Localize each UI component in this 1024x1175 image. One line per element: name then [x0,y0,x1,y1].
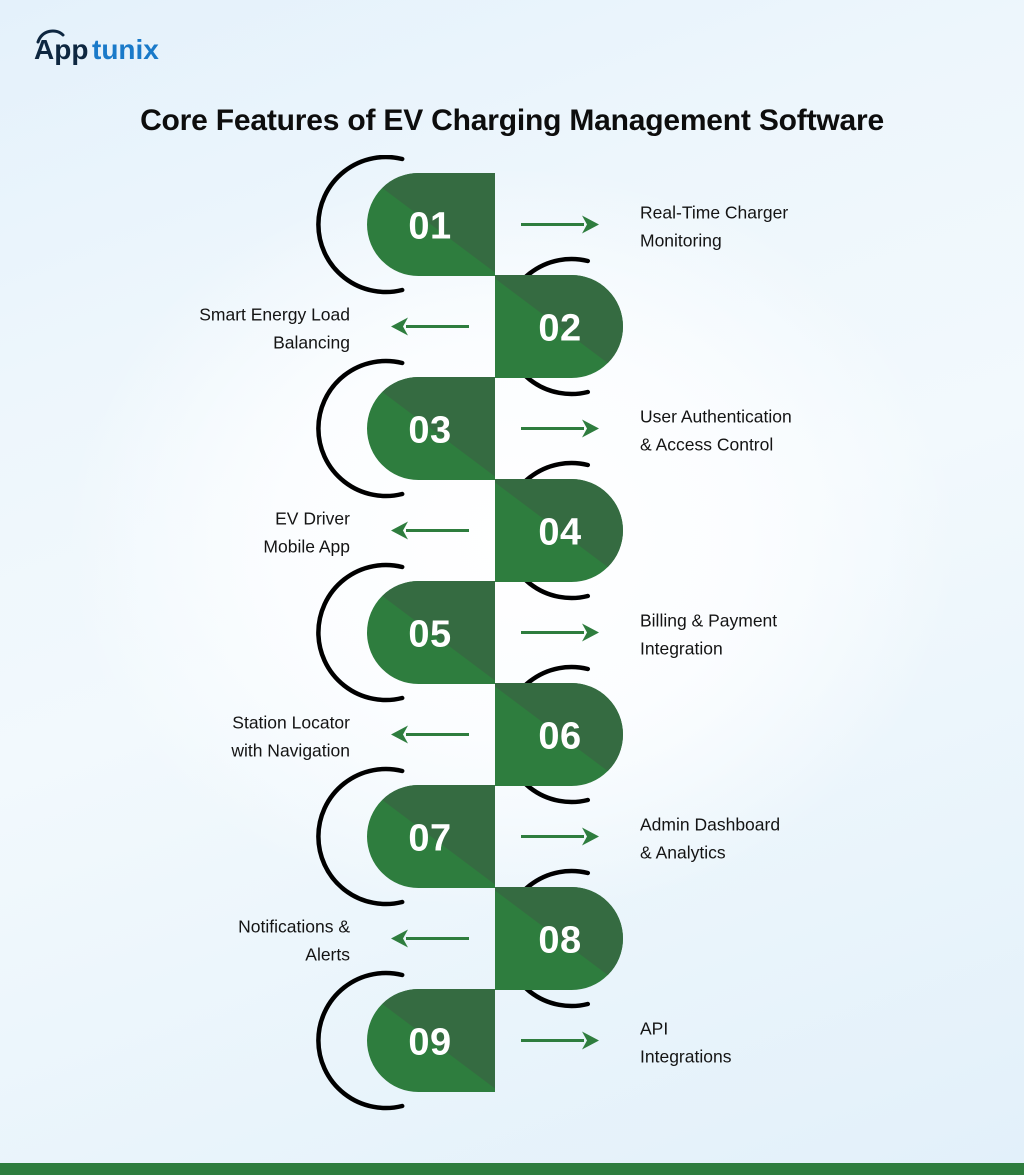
step-outline-arc [316,562,405,703]
logo-text-light: tunix [92,34,159,65]
brand-logo[interactable]: App tunix [30,25,180,69]
step-pill-shade [495,887,623,990]
step-label-line2: & Access Control [640,435,773,455]
arrow-left-icon [391,521,408,540]
step-label-line1: API [640,1019,668,1039]
step-pill-shade [495,683,623,786]
step-number: 09 [408,1022,451,1064]
step-number: 01 [408,206,451,248]
step-label-line2: Monitoring [640,231,722,251]
step-label-line2: & Analytics [640,843,726,863]
bottom-accent-bar [0,1163,1024,1175]
step-number: 02 [538,308,581,350]
step-label-line1: User Authentication [640,407,792,427]
step-number: 06 [538,716,581,758]
step-label-line1: Billing & Payment [640,611,777,631]
logo-text-dark: App [34,34,88,65]
arrow-left-icon [391,725,408,744]
step-label-line2: Mobile App [263,537,350,557]
step-label-line1: Station Locator [232,713,350,733]
arrow-left-icon [391,929,408,948]
arrow-right-icon [582,215,599,234]
step-label-line2: Integration [640,639,723,659]
step-number: 07 [408,818,451,860]
step-outline-arc [316,766,405,907]
arrow-right-icon [582,419,599,438]
step-number: 05 [408,614,451,656]
step-pill-shade [367,173,495,276]
step-pill-shade [495,275,623,378]
step-pill-shade [367,377,495,480]
step-label-line2: with Navigation [230,741,350,761]
step-pill-shade [367,785,495,888]
step-label-line1: Smart Energy Load [199,305,350,325]
step-item[interactable]: 08 Notifications & Alerts [238,868,633,1009]
logo-arc-icon [36,29,65,44]
step-item[interactable]: 07 Admin Dashboard & Analytics [316,766,780,907]
step-number: 04 [538,512,581,554]
arrow-right-icon [582,623,599,642]
step-item[interactable]: 09 API Integrations [316,970,732,1111]
page-title: Core Features of EV Charging Management … [140,104,884,138]
step-label-line2: Alerts [305,945,350,965]
step-outline-arc [316,970,405,1111]
step-item[interactable]: 06 Station Locator with Navigation [230,664,633,805]
step-label-line2: Integrations [640,1047,732,1067]
step-pill-shade [367,989,495,1092]
arrow-right-icon [582,1031,599,1050]
arrow-left-icon [391,317,408,336]
step-label-line1: EV Driver [275,509,350,529]
step-outline-arc [316,155,405,295]
step-outline-arc [316,358,405,499]
step-pill-shade [367,581,495,684]
apptunix-logo-icon: App tunix [34,29,159,65]
step-label-line1: Notifications & [238,917,350,937]
step-number: 08 [538,920,581,962]
step-label-line1: Real-Time Charger [640,203,788,223]
step-number: 03 [408,410,451,452]
arrow-right-icon [582,827,599,846]
step-pill-shade [495,479,623,582]
step-item[interactable]: 03 User Authentication & Access Control [316,358,792,499]
step-label-line2: Balancing [273,333,350,353]
step-label-line1: Admin Dashboard [640,815,780,835]
